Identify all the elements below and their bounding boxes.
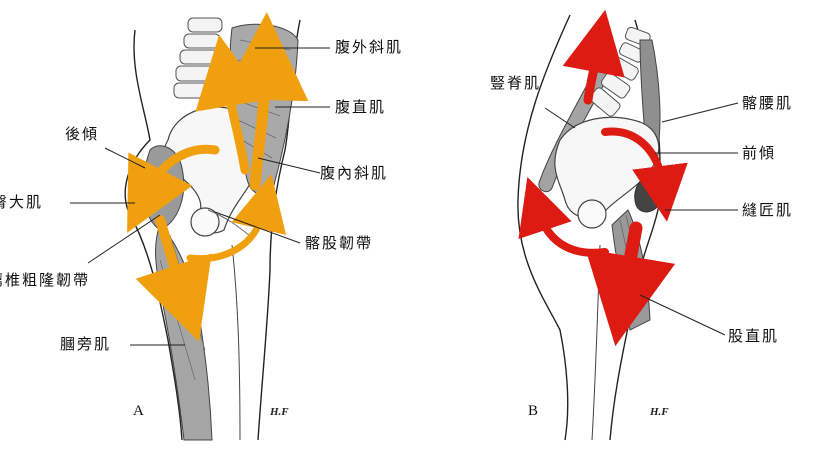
panel-a-arrow-curve-bottom	[186, 174, 287, 263]
panel-a-leader-lines	[70, 47, 330, 346]
label-hamstrings: 膕旁肌	[60, 335, 112, 353]
panel-b-arrow-down	[585, 221, 676, 347]
panel-b-inner-leg-line	[591, 244, 601, 441]
label-anterior-tilt: 前傾	[742, 144, 777, 162]
label-gluteus-maximus: 臀大肌	[0, 193, 44, 211]
label-sacrotuberous-ligament: 薦椎粗隆韌帶	[0, 271, 91, 289]
label-internal-oblique: 腹內斜肌	[320, 164, 389, 182]
panel-a-arrow-up-left	[195, 34, 267, 175]
panel-b-arrow-up	[562, 9, 625, 105]
panel-a-back-outline	[124, 29, 183, 441]
panel-a-signature: H.F	[270, 406, 289, 418]
label-rectus-abdominis: 腹直肌	[335, 98, 387, 116]
panel-b-femoral-head	[577, 199, 607, 229]
label-external-oblique: 腹外斜肌	[335, 38, 404, 56]
panel-a-arrow-curve-top	[127, 144, 220, 233]
label-iliofemoral-ligament: 髂股韌帶	[305, 234, 374, 252]
panel-a-spine	[173, 17, 223, 99]
panel-b-arrow-curve-top	[601, 127, 688, 222]
label-erector-spinae: 豎脊肌	[490, 74, 542, 92]
panel-b-back-outline	[517, 14, 571, 441]
panel-b-signature: H.F	[650, 406, 669, 418]
panel-a-arrows	[127, 12, 309, 342]
label-iliopsoas: 髂腰肌	[742, 94, 794, 112]
panel-a-inner-leg-line	[231, 244, 241, 441]
panel-b-arrows	[518, 9, 688, 347]
panel-b-leader-lines	[544, 102, 739, 336]
panel-a-femoral-head	[190, 207, 220, 237]
panel-a-figure	[124, 17, 301, 441]
panel-b-letter: B	[528, 403, 539, 419]
panel-a-arrow-down	[135, 215, 212, 342]
panel-a-letter: A	[133, 403, 144, 419]
label-rectus-femoris: 股直肌	[728, 327, 780, 345]
label-posterior-tilt: 後傾	[65, 125, 100, 143]
label-sartorius: 縫匠肌	[742, 201, 794, 219]
